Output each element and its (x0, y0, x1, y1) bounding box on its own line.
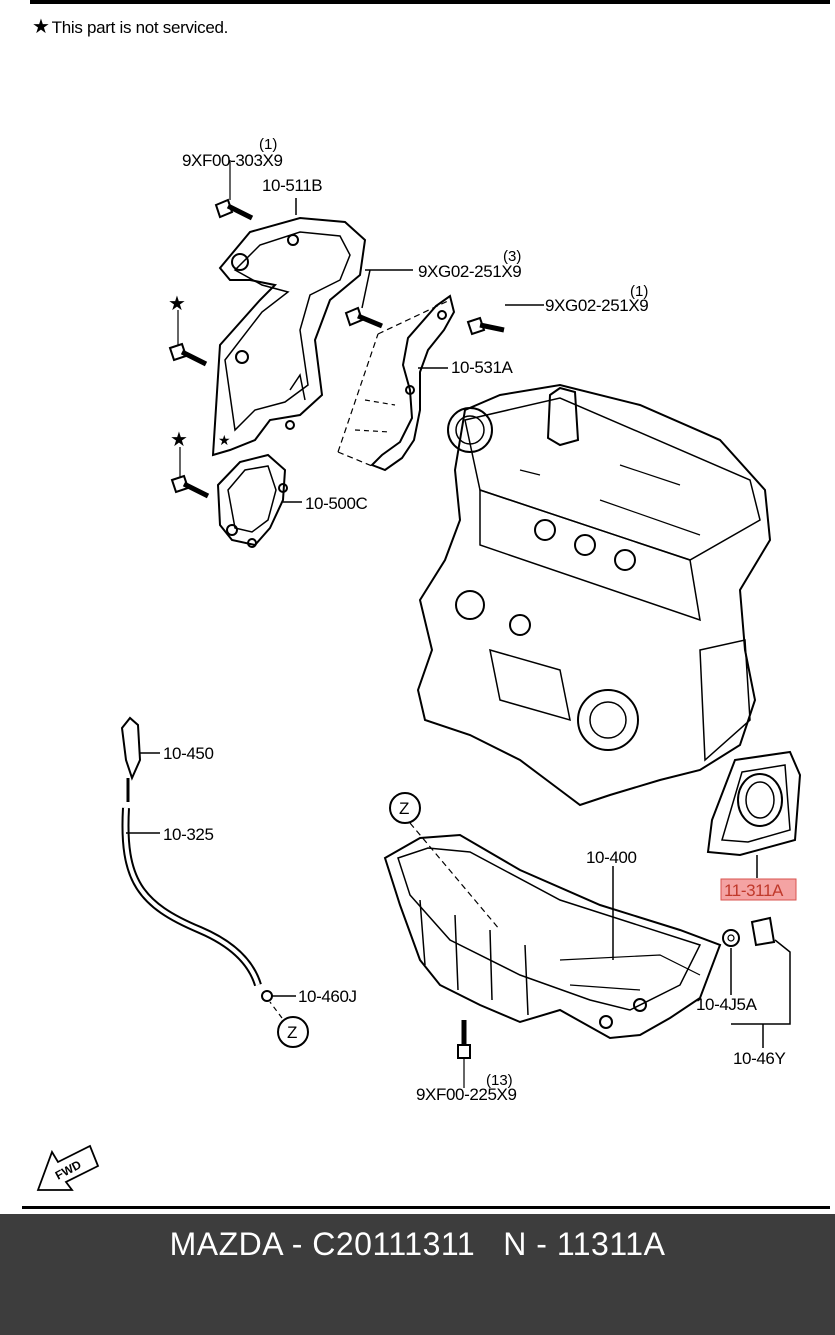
leader-lines (126, 198, 791, 1048)
callout-bracket: 10-531A (451, 358, 514, 377)
zone-label-lower: Z (287, 1023, 297, 1042)
callout-upper-cover: 10-511B (262, 176, 322, 195)
callout-rear-seal: 11-311A (724, 881, 784, 900)
upper-timing-cover (211, 216, 367, 457)
callout-drain-set: 10-46Y (733, 1049, 785, 1068)
engine-exploded-diagram: (1) 9XF00-303X9 10-511B (3) 9XG02-251X9 … (36, 136, 802, 1191)
callout-dipstick: 10-450 (163, 744, 214, 763)
fwd-arrow-icon (36, 1144, 100, 1191)
callout-qty-bolt-top: (1) (259, 136, 277, 153)
bracket (337, 294, 456, 472)
callout-bolt-right: 9XG02-251X9 (545, 296, 648, 315)
star-icon-bolt-2: ★ (170, 427, 188, 451)
callout-qty-bolt-mid: (3) (503, 248, 521, 265)
oil-pan (383, 833, 722, 1040)
callout-qty-bolt-right: (1) (630, 283, 648, 300)
callout-bolt-mid: 9XG02-251X9 (418, 262, 521, 281)
callout-lower-cover: 10-500C (305, 494, 368, 513)
highlight-box (720, 878, 797, 901)
star-icon-bolt-1: ★ (168, 291, 186, 315)
callout-o-ring: 10-460J (298, 987, 357, 1006)
zone-label-upper: Z (399, 799, 409, 818)
bottom-rule (22, 1206, 830, 1209)
footer-part-number: MAZDA - C20111311 N - 11311A (169, 1226, 666, 1262)
callout-washer: 10-4J5A (696, 995, 758, 1014)
callout-oil-pan: 10-400 (586, 848, 637, 867)
engine-block (416, 383, 772, 807)
star-icon: ★ (32, 16, 50, 38)
rear-oil-seal (706, 750, 802, 857)
zone-circle-upper (389, 792, 421, 824)
top-rule (30, 0, 830, 4)
zone-circle-lower (277, 1016, 309, 1048)
footer-bar: MAZDA - C20111311 N - 11311A (0, 1214, 835, 1335)
callout-bolt-top: 9XF00-303X9 (182, 151, 283, 170)
dipstick (120, 716, 142, 802)
bolts (168, 160, 505, 1088)
note-text: This part is not serviced. (51, 18, 229, 37)
not-serviced-note: ★This part is not serviced. (32, 14, 228, 39)
lower-timing-cover (216, 453, 288, 548)
callout-qty-pan-bolt: (13) (486, 1072, 513, 1089)
drain-plug (750, 916, 776, 947)
star-icon-cover: ★ (218, 433, 231, 449)
dipstick-tube (121, 807, 273, 1002)
washer (722, 929, 740, 947)
callout-pan-bolt: 9XF00-225X9 (416, 1085, 517, 1104)
callout-dipstick-tube: 10-325 (163, 825, 214, 844)
